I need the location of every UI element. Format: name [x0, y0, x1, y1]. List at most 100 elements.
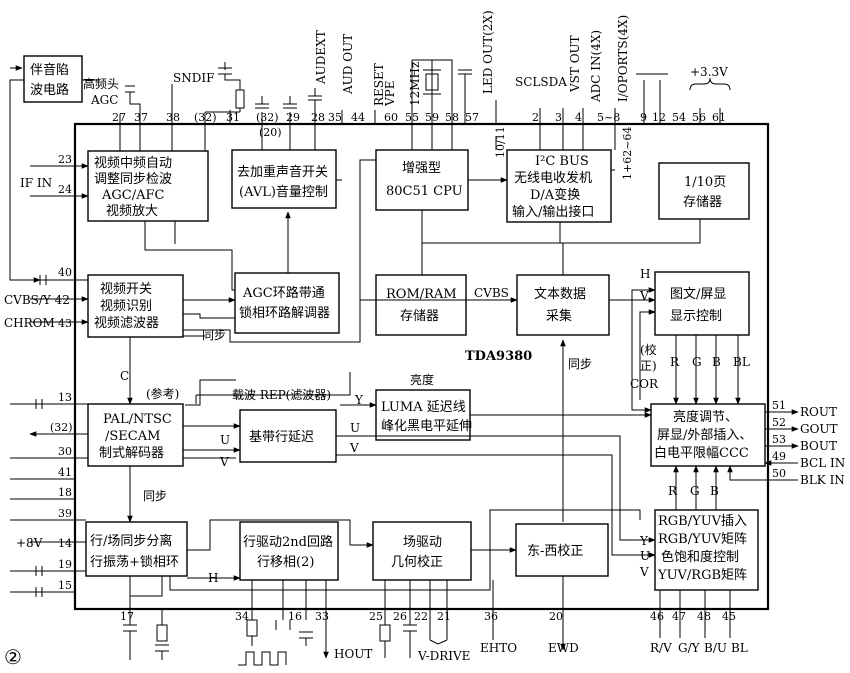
pin-41: 41	[58, 466, 72, 479]
pin-14: 14	[58, 537, 72, 550]
pin-12: 12	[652, 111, 666, 124]
pin-31: 31	[226, 111, 240, 124]
pin-3: 3	[555, 111, 562, 124]
pin-4: 4	[575, 111, 582, 124]
bright-label-1: 亮度调节、	[673, 409, 738, 425]
sync-label-a: 同步	[202, 328, 226, 342]
pin-36: 36	[484, 610, 498, 623]
b-signal-label-2: B	[710, 484, 719, 498]
brightness-signal-label: 亮度	[410, 372, 434, 387]
reset-label: RESET	[372, 63, 386, 106]
pin-28: 28	[311, 111, 325, 124]
vpe-label: VPE	[383, 81, 397, 108]
trap-label-2: 波电路	[30, 82, 69, 98]
matrix-block	[654, 509, 759, 591]
pin-15: 15	[58, 579, 72, 592]
chrom-label: CHROM	[4, 316, 55, 330]
plus-8v-label: +8V	[16, 536, 43, 550]
dec-label-2: /SECAM	[105, 429, 160, 444]
pin-18: 18	[58, 486, 72, 499]
i2c-label-4: 输入/输出接口	[512, 204, 594, 220]
r-signal-label-2: R	[668, 484, 678, 498]
cvbs-internal-label: CVBS	[474, 286, 509, 300]
sync-label-c: 同步	[568, 357, 592, 371]
right-pin-labels: 51 ROUT 52 GOUT 53 BOUT 49 BCL IN 50 BLK…	[772, 399, 845, 487]
rv-label: R/V	[650, 641, 672, 655]
audext-label: AUDEXT	[314, 30, 328, 85]
dec-label-3: 制式解码器	[99, 446, 164, 461]
pin-2: 2	[532, 111, 539, 124]
vdrive-block	[372, 521, 472, 581]
pin-59: 59	[425, 111, 439, 124]
correction-label-1: (校	[640, 342, 657, 357]
rout-label: ROUT	[800, 405, 837, 419]
cvbs-y-label: CVBS/Y 42	[4, 293, 70, 307]
ewd-label: EWD	[548, 641, 579, 655]
pin-1-62-64: 1+62~64	[621, 127, 634, 180]
txt-label-2: 采集	[546, 308, 572, 324]
blk-in-label: BLK IN	[800, 473, 845, 487]
pin-47: 47	[672, 610, 686, 623]
audout-label: AUD OUT	[341, 34, 355, 95]
external-components	[35, 59, 566, 666]
pin-50: 50	[772, 467, 786, 480]
vsw-label-3: 视频滤波器	[94, 316, 159, 331]
sync-label-b: 同步	[143, 489, 167, 503]
h-signal-label-2: H	[208, 571, 218, 585]
u-signal-label-2: U	[350, 421, 360, 435]
pin-61: 61	[712, 111, 726, 124]
osd-label-1: 图文/屏显	[670, 287, 726, 302]
hout-label: HOUT	[334, 647, 372, 661]
vdrv-label-1: 场驱动	[403, 535, 442, 550]
chip-outline	[73, 122, 770, 611]
txt-label-1: 文本数据	[534, 287, 586, 302]
bcl-in-label: BCL IN	[800, 456, 845, 470]
hdrv-label-1: 行驱动2nd回路	[243, 534, 333, 550]
pin-52: 52	[772, 416, 786, 429]
pin-23: 23	[58, 153, 72, 166]
pin-35: 35	[328, 111, 342, 124]
y-signal-label-2: Y	[639, 534, 649, 548]
pin-13: 13	[58, 391, 72, 404]
pin-60: 60	[384, 111, 398, 124]
text-data-block	[516, 274, 610, 336]
sync-block	[85, 521, 188, 577]
avl-label-1: 去加重声音开关	[237, 164, 328, 180]
b-signal-label-1: B	[712, 355, 721, 369]
pin-16: 16	[288, 610, 302, 623]
pin-19: 19	[58, 558, 72, 571]
vif-block	[87, 150, 209, 222]
pin-55: 55	[405, 111, 419, 124]
pin-58: 58	[445, 111, 459, 124]
i2c-label-3: D/A变换	[530, 187, 580, 203]
pin-17: 17	[120, 610, 134, 623]
dec-label-1: PAL/NTSC	[103, 412, 172, 427]
hf-agc-label-1: 高频头	[83, 76, 119, 91]
vsw-label-2: 视频识别	[100, 299, 152, 314]
vsw-label-1: 视频开关	[100, 282, 152, 297]
u-signal-label-1: U	[220, 433, 230, 447]
top-pin-numbers: 27 37 38 (32) 31 (32) (20) 29 28 35 44 6…	[112, 111, 726, 180]
sclsda-label: SCLSDA	[515, 75, 567, 89]
top-labels: 高频头 AGC SNDIF AUDEXT AUD OUT RESET VPE 1…	[83, 10, 728, 107]
osd-label-2: 显示控制	[670, 309, 722, 324]
pin-38: 38	[166, 111, 180, 124]
i2c-label-2: 无线电收发机	[514, 170, 592, 186]
internal-signal-labels: CVBS 同步 同步 同步 C (参考) 载波 REP(滤波器) 亮度 Y U …	[120, 267, 750, 585]
vif-label-3: AGC/AFC	[101, 188, 165, 203]
agc-label-1: AGC环路带通	[242, 285, 325, 301]
c-signal-label: C	[120, 369, 129, 383]
pin-45: 45	[722, 610, 736, 623]
pin-32-left: (32)	[50, 421, 73, 434]
hf-agc-label-2: AGC	[90, 93, 118, 107]
avl-label-2: (AVL)音量控制	[239, 184, 328, 200]
rom-ram-block	[375, 274, 467, 336]
bu-label: B/U	[704, 641, 727, 655]
pin-25: 25	[369, 610, 383, 623]
pin-46: 46	[650, 610, 664, 623]
pin-20-top: (20)	[259, 126, 282, 139]
gout-label: GOUT	[800, 422, 838, 436]
pin-22: 22	[414, 610, 428, 623]
cor-label: COR	[630, 377, 659, 391]
g-signal-label-1: G	[692, 355, 702, 369]
